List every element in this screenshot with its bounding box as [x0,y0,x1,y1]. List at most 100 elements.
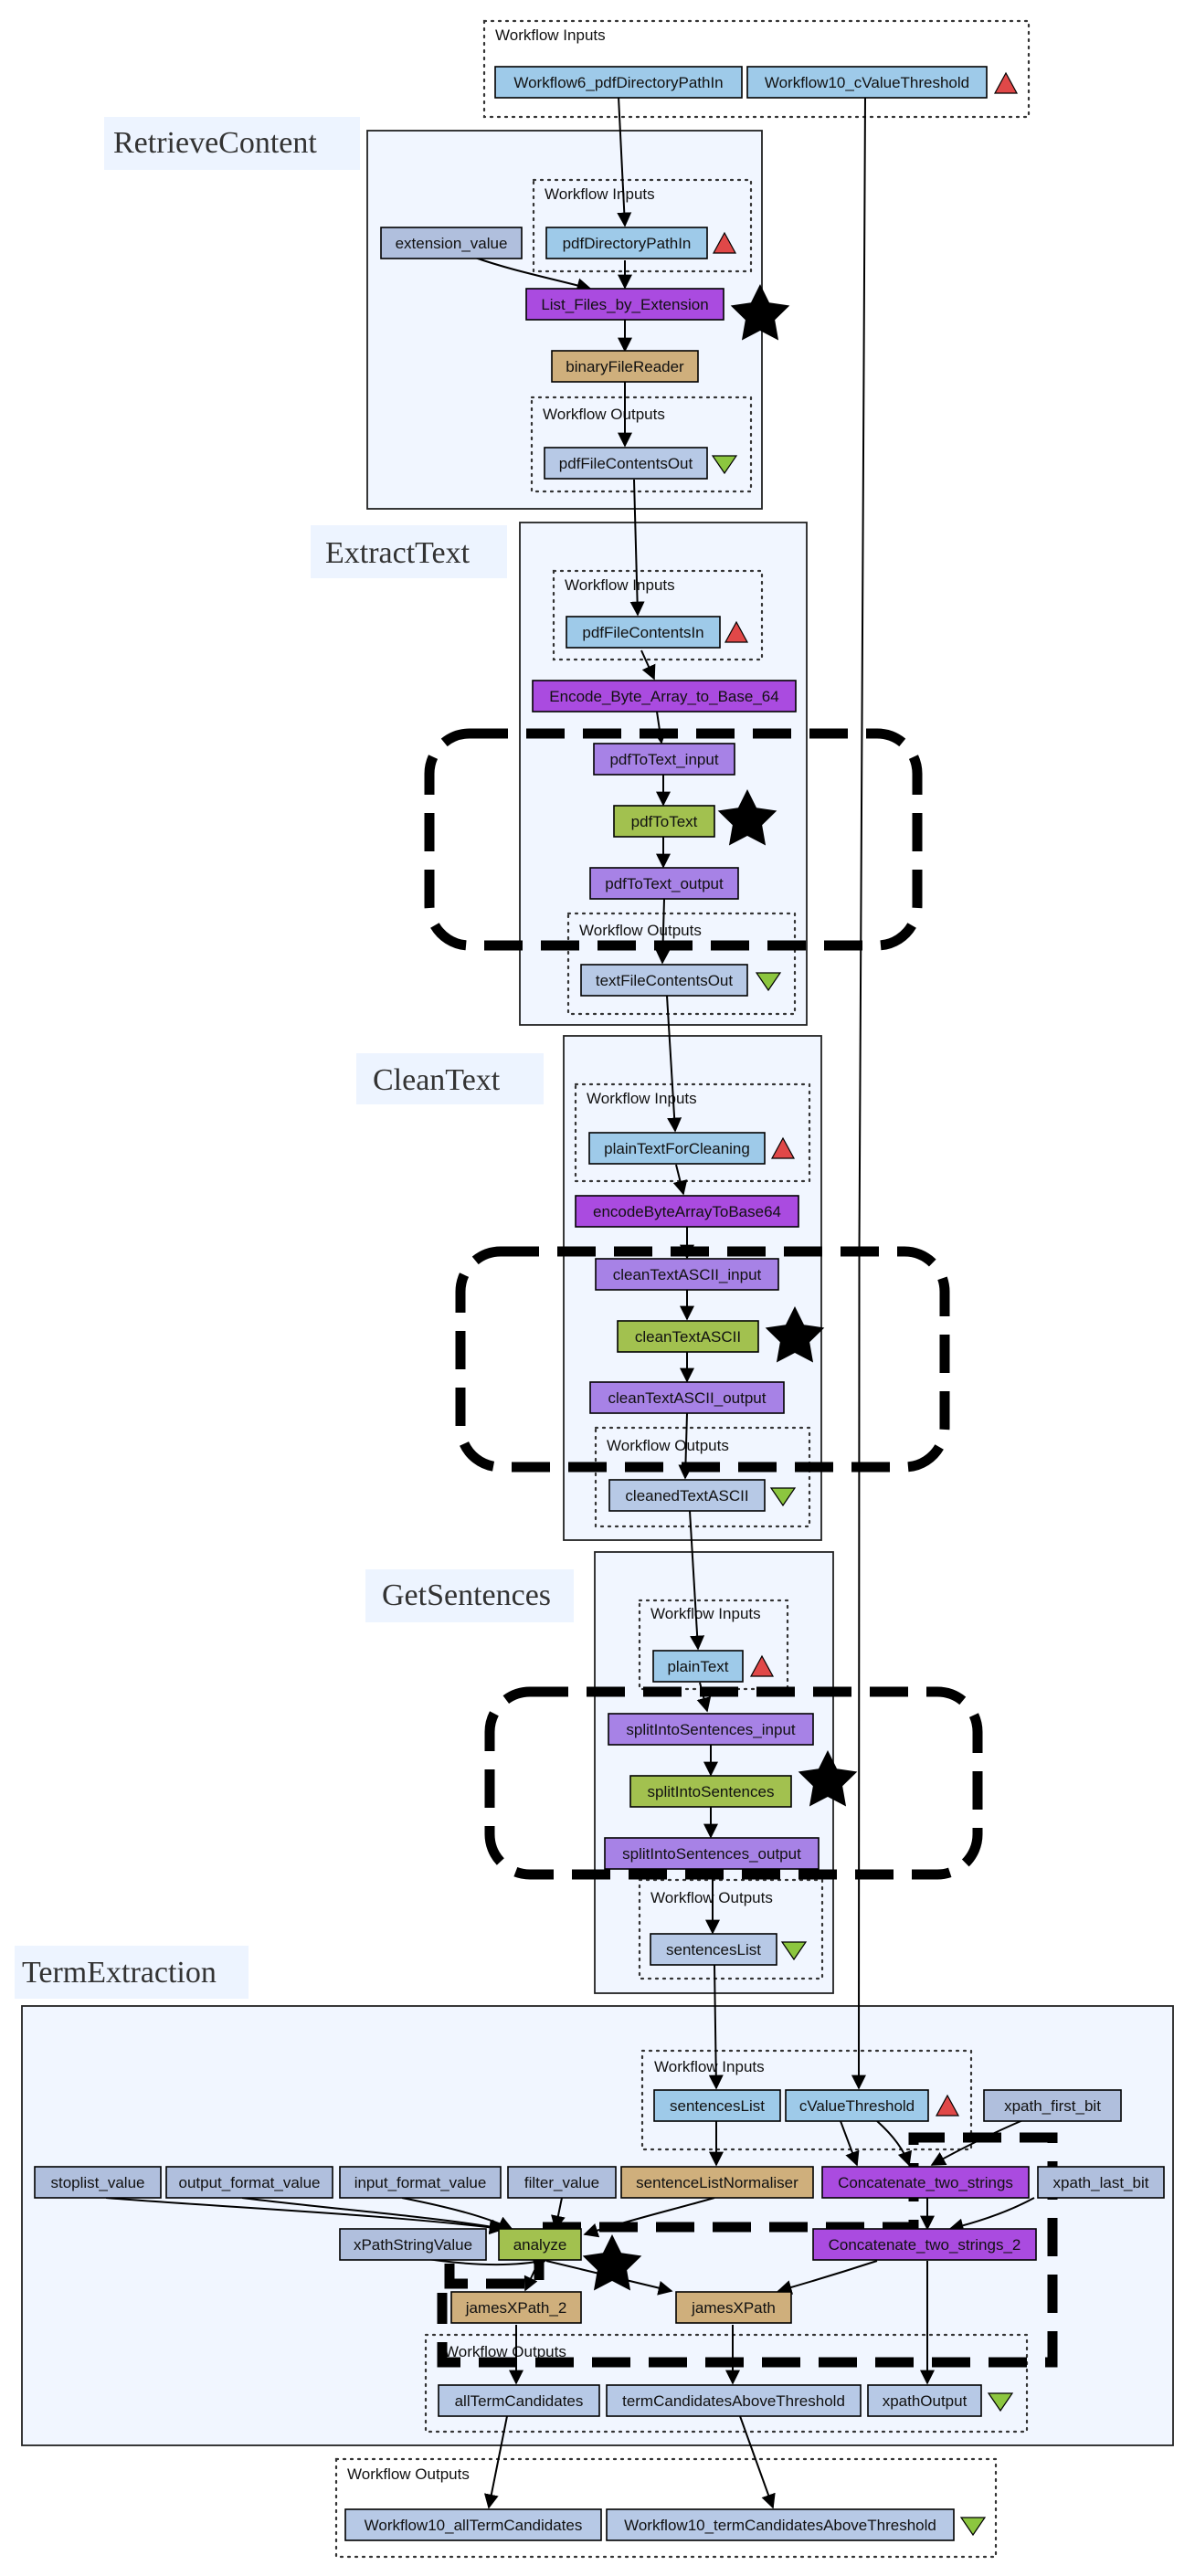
node-workflow6-pdfdirectorypathin[interactable]: Workflow6_pdfDirectoryPathIn [494,66,743,99]
input-marker-clean [770,1136,796,1159]
svg-text:encodeByteArrayToBase64: encodeByteArrayToBase64 [593,1203,781,1220]
retrieve-outputs-group: Workflow Outputs [530,396,753,493]
extract-inputs-label: Workflow Inputs [565,576,675,594]
terms-inputs-group: Workflow Inputs [640,2049,973,2151]
input-marker-retrieve [712,231,737,254]
node-splitintosentences[interactable]: splitIntoSentences [629,1775,792,1808]
svg-text:allTermCandidates: allTermCandidates [455,2392,584,2410]
svg-text:pdfDirectoryPathIn: pdfDirectoryPathIn [563,235,692,252]
clean-outputs-label: Workflow Outputs [607,1437,729,1454]
svg-text:Concatenate_two_strings: Concatenate_two_strings [838,2174,1013,2191]
node-stoplist-value[interactable]: stoplist_value [34,2166,162,2199]
output-marker-final [959,2517,987,2537]
edges [105,96,1035,2509]
svg-text:analyze: analyze [513,2236,567,2254]
input-marker-extract [724,620,749,643]
node-alltermcandidates[interactable]: allTermCandidates [438,2384,600,2417]
svg-text:textFileContentsOut: textFileContentsOut [596,972,734,989]
final-workflow-outputs-group: Workflow Outputs [334,2457,998,2559]
clean-outputs-group: Workflow Outputs [594,1426,811,1528]
extract-title-background [311,525,507,578]
output-markers [711,455,1014,2537]
node-concatenate-two-strings[interactable]: Concatenate_two_strings [821,2166,1030,2199]
svg-text:pdfFileContentsOut: pdfFileContentsOut [559,455,693,472]
output-marker-extract [755,972,782,992]
node-list-files-by-extension[interactable]: List_Files_by_Extension [525,288,724,321]
svg-text:pdfToText_input: pdfToText_input [609,751,718,768]
node-xpath-first-bit[interactable]: xpath_first_bit [983,2089,1122,2122]
node-jamesxpath[interactable]: jamesXPath [675,2291,792,2324]
retrieve-outputs-label: Workflow Outputs [543,406,665,423]
dashed-group-splitsentences [484,1686,983,1880]
svg-text:sentencesList: sentencesList [666,1941,761,1958]
node-pdftotext-output[interactable]: pdfToText_output [589,867,739,900]
node-xpathoutput[interactable]: xpathOutput [867,2384,982,2417]
svg-text:plainTextForCleaning: plainTextForCleaning [604,1140,750,1157]
node-workflow10-termcandidatesabovethreshold[interactable]: Workflow10_termCandidatesAboveThreshold [606,2508,955,2541]
node-workflow10-alltermcandidates[interactable]: Workflow10_allTermCandidates [344,2508,602,2541]
svg-text:xpath_last_bit: xpath_last_bit [1053,2174,1149,2191]
svg-text:Concatenate_two_strings_2: Concatenate_two_strings_2 [829,2236,1021,2254]
svg-text:xpathOutput: xpathOutput [883,2392,968,2410]
node-encodebytearraytobase64[interactable]: encodeByteArrayToBase64 [575,1195,799,1228]
terms-subworkflow-box [21,2005,1174,2446]
svg-text:extension_value: extension_value [396,235,508,252]
node-cleantextascii[interactable]: cleanTextASCII [617,1320,759,1353]
node-workflow10-cvaluethreshold[interactable]: Workflow10_cValueThreshold [746,66,988,99]
star-icon-cleantextascii [765,1306,825,1363]
node-splitintosentences-input[interactable]: splitIntoSentences_input [608,1713,814,1746]
terms-outputs-group: Workflow Outputs [424,2333,1029,2433]
node-cleantextascii-output[interactable]: cleanTextASCII_output [589,1381,785,1414]
extract-inputs-group: Workflow Inputs [552,569,764,661]
svg-text:pdfToText_output: pdfToText_output [605,875,724,892]
node-jamesxpath-2[interactable]: jamesXPath_2 [450,2291,582,2324]
node-sentenceslist-in[interactable]: sentencesList [653,2089,781,2122]
svg-text:filter_value: filter_value [524,2174,599,2191]
node-sentencelistnormaliser[interactable]: sentenceListNormaliser [620,2166,814,2199]
node-plaintext[interactable]: plainText [652,1650,744,1683]
node-cleanedtextascii[interactable]: cleanedTextASCII [608,1479,766,1512]
node-pdfdirectorypathin[interactable]: pdfDirectoryPathIn [545,227,708,259]
svg-text:Encode_Byte_Array_to_Base_64: Encode_Byte_Array_to_Base_64 [549,688,778,705]
node-output-format-value[interactable]: output_format_value [165,2166,333,2199]
input-marker-terms [935,2094,960,2117]
node-xpathstring-value[interactable]: xPathStringValue [339,2228,487,2261]
node-extension-value[interactable]: extension_value [380,227,523,259]
input-markers [712,71,1019,2117]
node-pdffilecontentsin[interactable]: pdfFileContentsIn [566,616,721,649]
node-termcandidatesabovethreshold[interactable]: termCandidatesAboveThreshold [606,2384,862,2417]
node-splitintosentences-output[interactable]: splitIntoSentences_output [604,1837,820,1870]
extract-outputs-group: Workflow Outputs [566,912,797,1016]
node-cvaluethreshold-in[interactable]: cValueThreshold [785,2089,929,2122]
node-encode-byte-array-to-base-64[interactable]: Encode_Byte_Array_to_Base_64 [532,680,797,713]
star-icon-pdftotext [717,789,777,846]
extract-title: ExtractText [325,536,471,570]
node-cleantextascii-input[interactable]: cleanTextASCII_input [595,1258,779,1291]
retrieve-title-background [104,117,360,170]
sentences-outputs-group: Workflow Outputs [638,1878,824,1980]
node-filter-value[interactable]: filter_value [507,2166,617,2199]
output-marker-retrieve [711,455,738,475]
svg-text:output_format_value: output_format_value [179,2174,321,2191]
node-sentenceslist-out[interactable]: sentencesList [650,1933,777,1966]
svg-text:Workflow10_cValueThreshold: Workflow10_cValueThreshold [765,74,969,91]
node-concatenate-two-strings-2[interactable]: Concatenate_two_strings_2 [812,2228,1037,2261]
retrieve-inputs-group: Workflow Inputs [532,178,753,273]
svg-text:pdfToText: pdfToText [631,813,698,830]
node-textfilecontentsout[interactable]: textFileContentsOut [580,964,748,997]
clean-title-background [356,1053,544,1104]
node-pdftotext[interactable]: pdfToText [613,805,715,838]
svg-text:splitIntoSentences_input: splitIntoSentences_input [626,1721,796,1738]
node-binaryfilereader[interactable]: binaryFileReader [551,350,699,383]
node-pdftotext-input[interactable]: pdfToText_input [593,743,735,776]
svg-text:cleanTextASCII_input: cleanTextASCII_input [613,1266,762,1283]
node-pdffilecontentsout[interactable]: pdfFileContentsOut [544,447,708,480]
clean-title: CleanText [373,1063,501,1097]
node-plaintextforcleaning[interactable]: plainTextForCleaning [588,1132,766,1165]
node-xpath-last-bit[interactable]: xpath_last_bit [1037,2166,1165,2199]
sentences-title-background [365,1569,574,1622]
node-input-format-value[interactable]: input_format_value [339,2166,502,2199]
svg-text:input_format_value: input_format_value [354,2174,487,2191]
node-analyze[interactable]: analyze [498,2228,582,2261]
